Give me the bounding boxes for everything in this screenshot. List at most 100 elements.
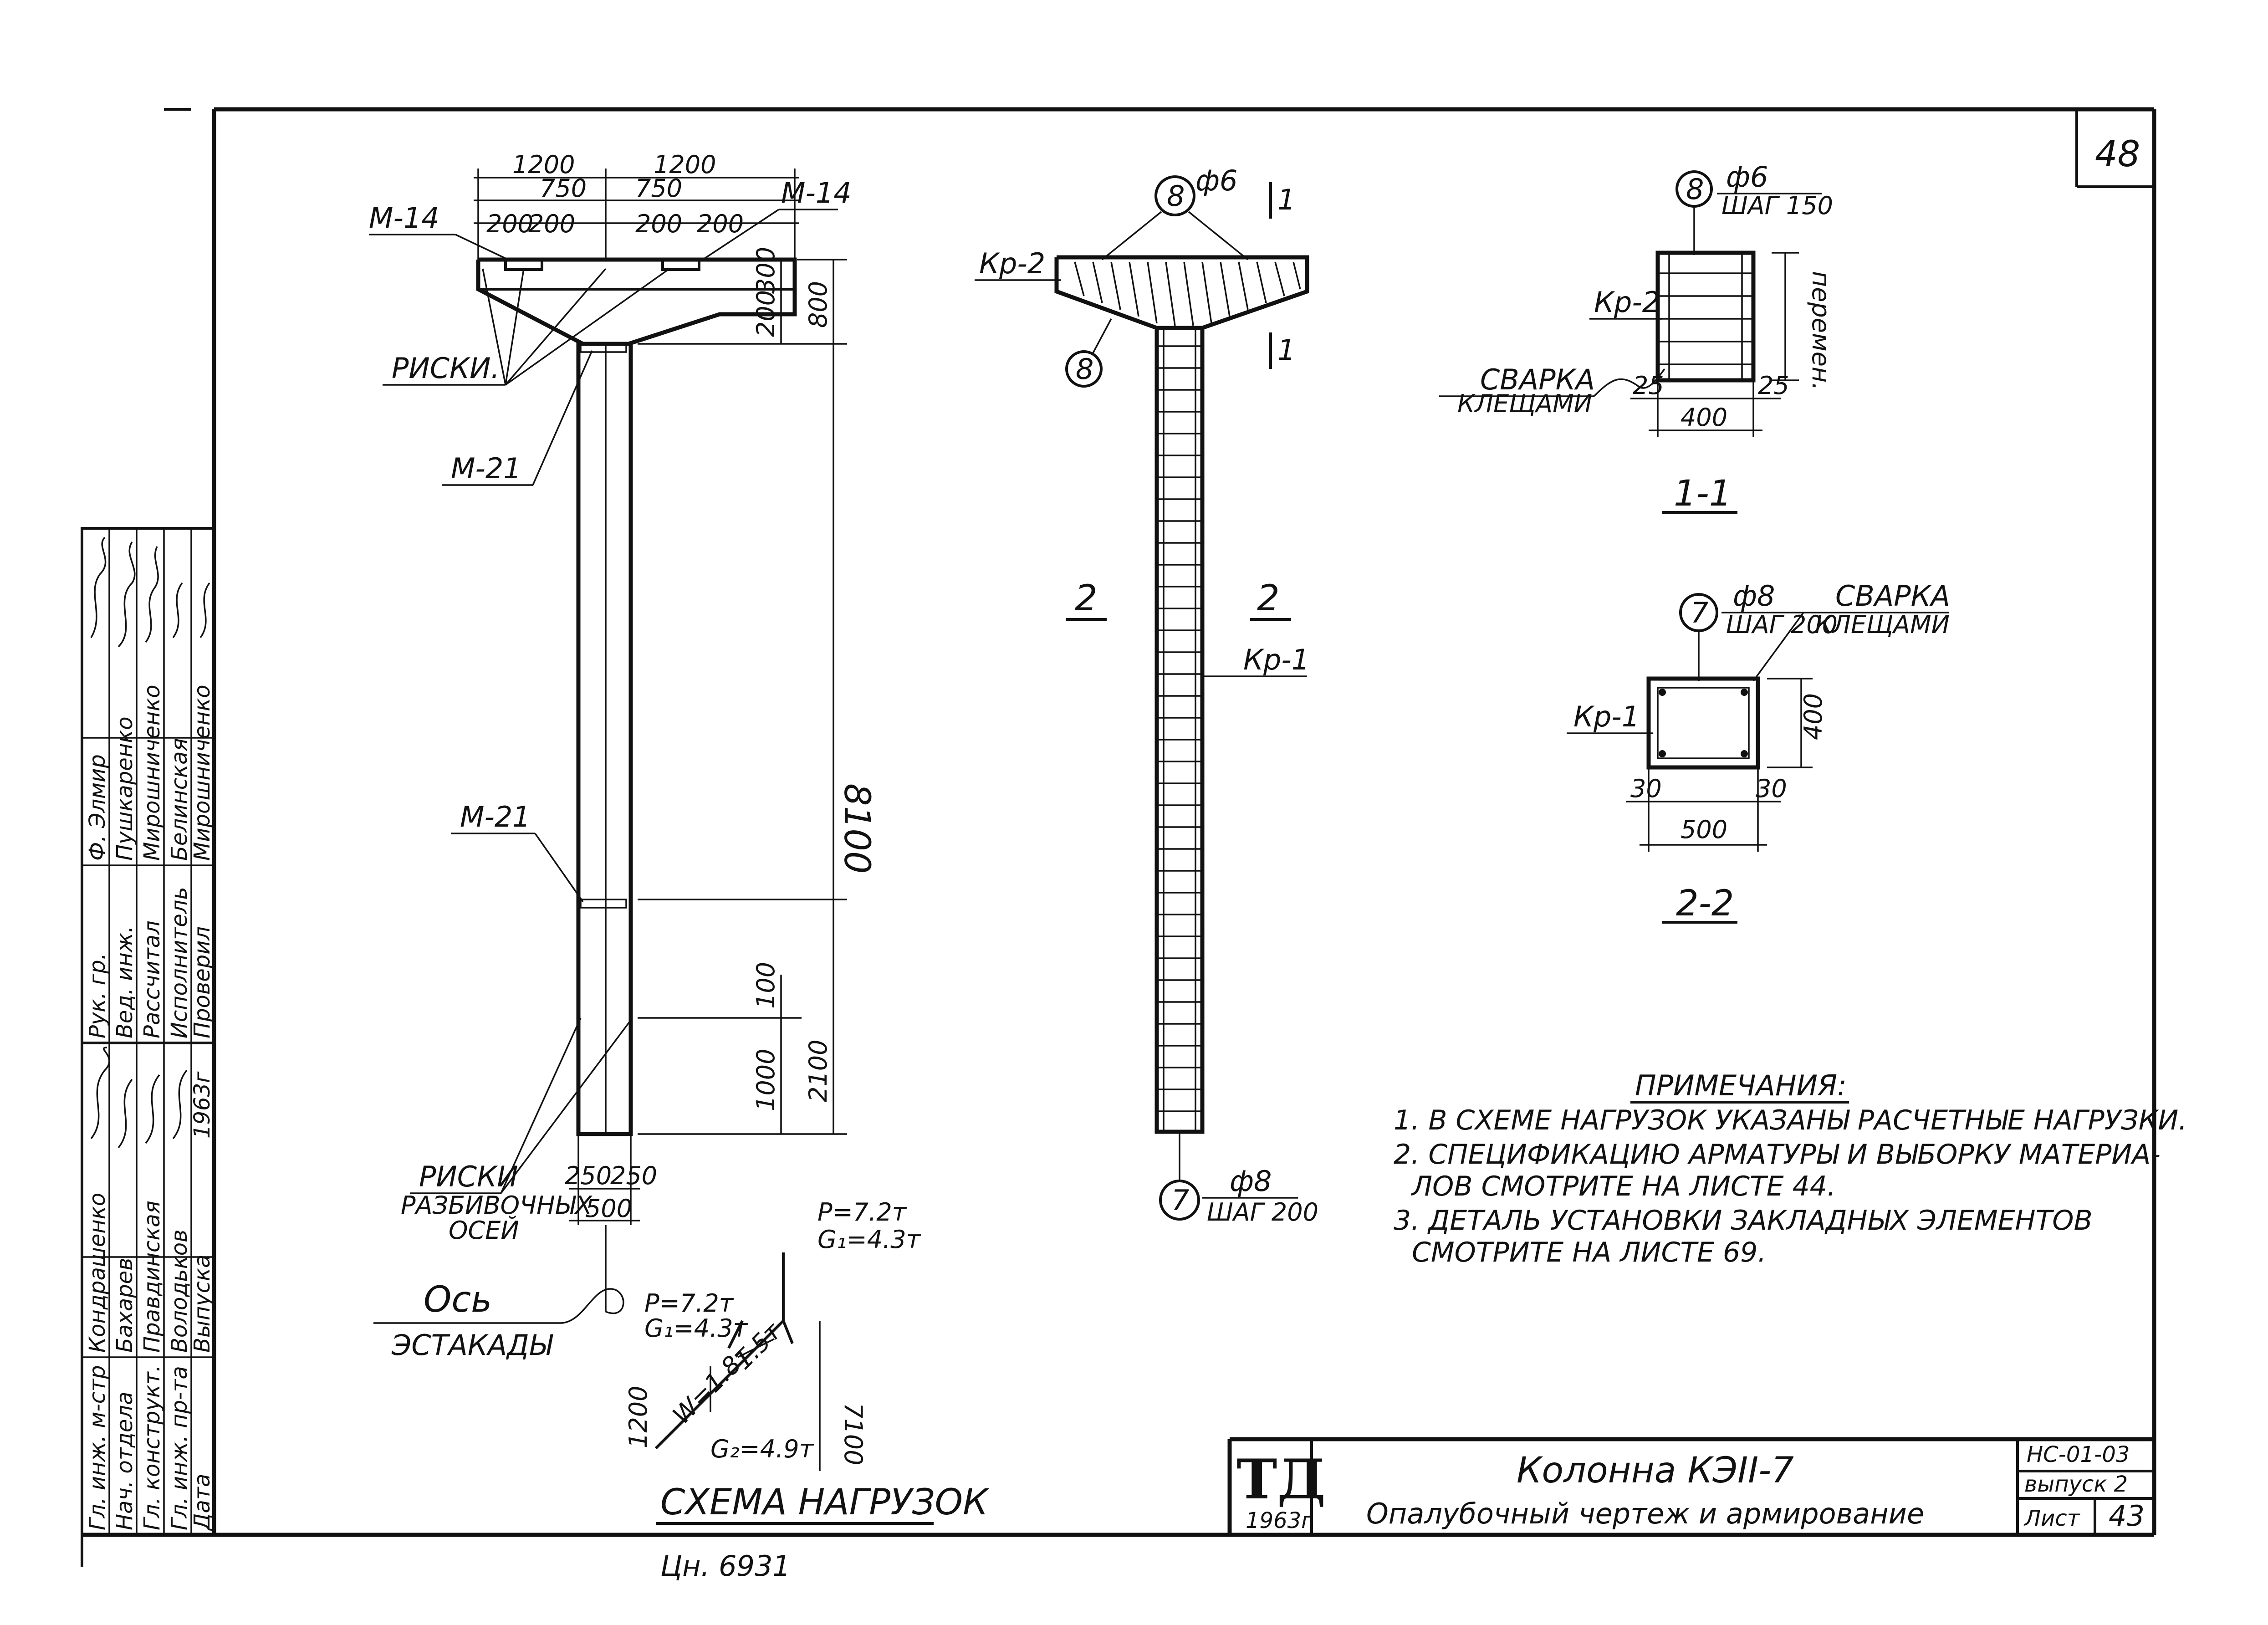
label-axis-1: Ось <box>424 1279 492 1320</box>
dim-head-300: 300 <box>751 247 780 294</box>
mark-8-lower: 8 <box>1076 353 1093 386</box>
column-elevation: 1200 1200 750 750 200 200 200 200 М-14 М… <box>369 150 877 1362</box>
stamp-c3-3: Исполнитель <box>167 887 192 1038</box>
s22-weld-2: КЛЕЩАМИ <box>1815 610 1950 639</box>
stamp-date-value: 1963г <box>189 1071 215 1139</box>
label-risks: РИСКИ. <box>392 352 500 385</box>
phi6-top: ф6 <box>1195 164 1237 197</box>
section-2-right: 2 <box>1257 578 1280 619</box>
load-dim-7100: 7100 <box>839 1403 868 1465</box>
dim-top-right: 1200 <box>654 150 716 179</box>
notes: ПРИМЕЧАНИЯ: 1. В СХЕМЕ НАГРУЗОК УКАЗАНЫ … <box>1394 1069 2187 1268</box>
stamp-c1-2: Гл. конструкт. <box>139 1365 165 1530</box>
reinforcement-drawing: 8 ф6 8 Кр-2 1 1 2 2 Кр-1 7 ф8 ШАГ 200 <box>975 164 1318 1226</box>
load-g-left: G₁=4.3т <box>644 1314 748 1343</box>
notes-title: ПРИМЕЧАНИЯ: <box>1635 1069 1847 1102</box>
stamp-c2-2: Правдинская <box>139 1201 165 1353</box>
label-axis-2: ЭСТАКАДЫ <box>391 1329 554 1362</box>
load-scheme: Р=7.2т G₁=4.3т Р=7.2т G₁=4.3т W=1.8т 1.5… <box>624 1198 990 1525</box>
dim-height-8100: 8100 <box>836 783 877 874</box>
stamp-c1-3: Гл. инж. пр-та <box>167 1366 192 1530</box>
stamp-c3-1: Вед. инж. <box>112 926 138 1038</box>
title-block: ТД 1963г Колонна КЭII-7 Опалубочный черт… <box>1227 1437 2154 1535</box>
s11-title: 1-1 <box>1674 473 1732 514</box>
load-g-bottom: G₂=4.9т <box>710 1435 814 1463</box>
dim-bottom-250-right: 250 <box>610 1161 657 1190</box>
label-m14-left: М-14 <box>369 201 439 235</box>
title-code: НС-01-03 <box>2027 1442 2130 1467</box>
label-m14-right: М-14 <box>781 176 852 210</box>
note-2-cont: ЛОВ СМОТРИТЕ НА ЛИСТЕ 44. <box>1411 1170 1836 1202</box>
s22-weld-1: СВАРКА <box>1835 579 1950 613</box>
dim-head-800: 800 <box>804 281 833 328</box>
stamp-c1-4: Дата <box>189 1474 215 1531</box>
dim-small-2: 200 <box>528 210 575 238</box>
note-3-cont: СМОТРИТЕ НА ЛИСТЕ 69. <box>1412 1237 1766 1268</box>
s22-mark: 7 <box>1691 596 1708 629</box>
dim-100: 100 <box>751 962 780 1009</box>
stamp-c3-0: Рук. гр. <box>85 953 110 1038</box>
note-1: 1. В СХЕМЕ НАГРУЗОК УКАЗАНЫ РАСЧЕТНЫЕ НА… <box>1394 1104 2187 1136</box>
dim-bottom-500: 500 <box>585 1194 632 1223</box>
section-mark-bottom: 1 <box>1277 333 1295 367</box>
s22-height: 400 <box>1799 693 1828 740</box>
section-2-2: 7 ф8 ШАГ 200 СВАРКА КЛЕЩАМИ Кр-1 400 30 … <box>1567 579 1950 924</box>
corner-sheet-number: 48 <box>2095 134 2140 175</box>
stamp-c4-4: Мирошниченко <box>189 685 215 861</box>
stamp-c2-4: Выпуска <box>189 1255 215 1353</box>
stirrups <box>1157 345 1202 1112</box>
stamp-c4-2: Мирошниченко <box>139 685 165 861</box>
s11-cover-left: 25 <box>1633 371 1664 400</box>
title-sheet-label: Лист <box>2023 1506 2081 1531</box>
stamp-c2-1: Бахарев <box>112 1258 138 1353</box>
mark-7-bottom: 7 <box>1171 1184 1189 1217</box>
phi8-bottom: ф8 <box>1230 1165 1272 1198</box>
label-kp1: Кр-1 <box>1243 643 1309 676</box>
s22-kp: Кр-1 <box>1573 700 1640 733</box>
dim-height-2100: 2100 <box>804 1040 833 1102</box>
s11-height: перемен. <box>1807 271 1835 390</box>
stamp-c3-4: Проверил <box>189 926 215 1038</box>
mark-8-top: 8 <box>1167 179 1185 213</box>
s11-weld-2: КЛЕЩАМИ <box>1457 389 1592 418</box>
note-3: 3. ДЕТАЛЬ УСТАНОВКИ ЗАКЛАДНЫХ ЭЛЕМЕНТОВ <box>1394 1205 2093 1237</box>
s22-phi: ф8 <box>1733 579 1775 613</box>
s11-weld-1: СВАРКА <box>1480 363 1595 396</box>
s11-kp: Кр-2 <box>1594 286 1660 319</box>
s22-width: 500 <box>1681 815 1727 844</box>
stamp-c4-1: Пушкаренко <box>112 716 138 861</box>
s22-cover-left: 30 <box>1630 774 1662 803</box>
s11-width: 400 <box>1681 403 1727 432</box>
label-risks-axes-2: РАЗБИВОЧНЫХ <box>401 1191 593 1220</box>
note-2: 2. СПЕЦИФИКАЦИЮ АРМАТУРЫ И ВЫБОРКУ МАТЕР… <box>1394 1139 2161 1170</box>
signatures <box>90 537 210 1149</box>
title-logo: ТД <box>1236 1447 1326 1512</box>
load-scheme-title: СХЕМА НАГРУЗОК <box>660 1482 990 1523</box>
title-issue: выпуск 2 <box>2024 1472 2128 1497</box>
load-dim-1200: 1200 <box>624 1386 653 1448</box>
dim-1000: 1000 <box>751 1049 780 1111</box>
s11-step: ШАГ 150 <box>1721 191 1833 220</box>
label-kp2: Кр-2 <box>979 247 1045 280</box>
dim-bottom-250-left: 250 <box>565 1161 612 1190</box>
load-p-right: Р=7.2т <box>817 1198 907 1226</box>
s11-cover-right: 25 <box>1758 371 1789 400</box>
section-2-left: 2 <box>1075 578 1098 619</box>
stamp-c4-0: Ф. Элмир <box>85 754 110 861</box>
side-stamp: Гл. инж. м-стр Нач. отдела Гл. конструкт… <box>81 527 215 1536</box>
dim-small-1: 200 <box>486 210 533 238</box>
label-m21-lower: М-21 <box>460 800 531 833</box>
stamp-c2-0: Кондрашенко <box>85 1193 110 1353</box>
label-risks-axes-1: РИСКИ <box>419 1160 518 1193</box>
stamp-c1-1: Нач. отдела <box>112 1391 138 1530</box>
dim-small-3: 200 <box>635 210 682 238</box>
section-1-1: 8 ф6 ШАГ 150 Кр-2 перемен. СВАРКА КЛЕЩАМ… <box>1439 160 1835 514</box>
label-m21-upper: М-21 <box>451 452 521 485</box>
s22-title: 2-2 <box>1676 883 1734 924</box>
dim-mid-left: 750 <box>540 174 587 203</box>
label-risks-axes-3: ОСЕЙ <box>449 1216 519 1245</box>
section-mark-top: 1 <box>1277 183 1295 216</box>
dim-mid-right: 750 <box>635 174 682 203</box>
stamp-c2-3: Володьков <box>167 1230 192 1353</box>
load-p-left: Р=7.2т <box>644 1289 734 1318</box>
